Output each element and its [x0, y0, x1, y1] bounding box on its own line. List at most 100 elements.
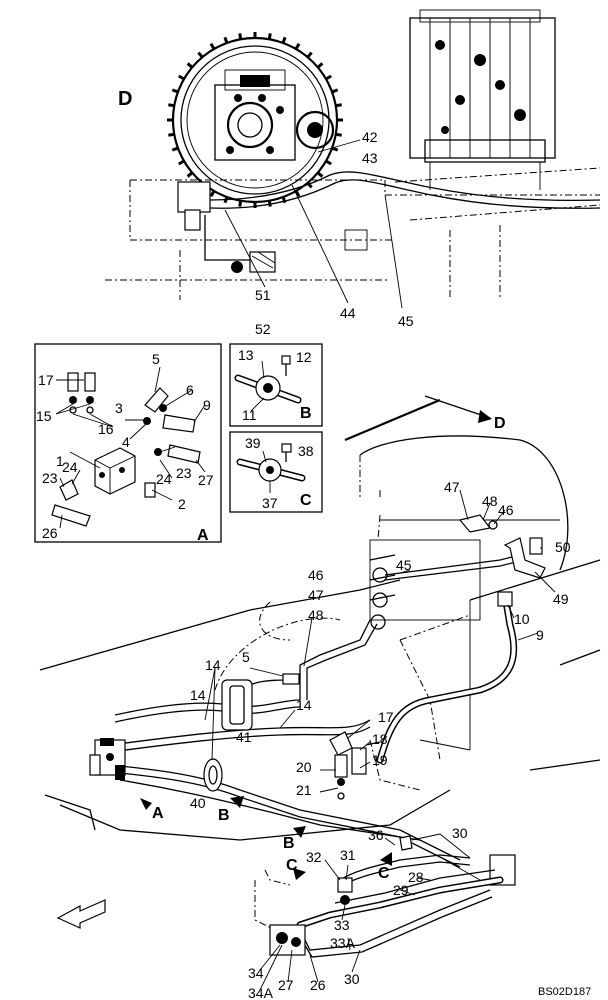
gear-tooth — [281, 36, 287, 44]
callout-b-13: 13 — [238, 347, 254, 363]
callout-a-4: 4 — [122, 434, 130, 450]
callout-a-16: 16 — [98, 421, 114, 437]
callout-a-5: 5 — [152, 351, 160, 367]
callout-44: 44 — [340, 305, 356, 321]
callout-47-a: 47 — [444, 479, 460, 495]
callout-18: 18 — [372, 731, 388, 747]
gear-tooth — [316, 62, 324, 69]
callout-c-37: 37 — [262, 495, 278, 511]
arrow-label-b-1: B — [218, 807, 230, 824]
callout-42: 42 — [362, 129, 378, 145]
callout-b-11: 11 — [242, 407, 257, 423]
callout-b-12: 12 — [296, 349, 312, 365]
gear-tooth — [168, 132, 175, 137]
callout-50: 50 — [555, 539, 571, 555]
gear-tooth — [223, 36, 229, 44]
callout-19: 19 — [372, 752, 388, 768]
callout-a-26: 26 — [42, 525, 58, 541]
callout-a-6: 6 — [186, 382, 194, 398]
gear-tooth — [306, 181, 313, 189]
callout-20: 20 — [296, 759, 312, 775]
gear-tooth — [171, 146, 179, 152]
callout-a-2: 2 — [178, 496, 186, 512]
inset-label-a: A — [197, 527, 209, 544]
callout-a-3: 3 — [115, 400, 123, 416]
callout-5: 5 — [242, 649, 250, 665]
callout-14-a: 14 — [205, 657, 221, 673]
callout-31: 31 — [340, 847, 356, 863]
callout-14-b: 14 — [296, 697, 312, 713]
callout-45-main: 45 — [396, 557, 412, 573]
view-d-arrow — [344, 395, 492, 442]
gear-tooth — [331, 146, 339, 152]
gear-tooth — [186, 171, 194, 178]
view-label-d: D — [118, 88, 132, 110]
gear-tooth — [331, 88, 339, 94]
top-callout-leaders — [224, 139, 403, 309]
callout-33: 33 — [334, 917, 350, 933]
callout-40: 40 — [190, 795, 206, 811]
callout-a-24-left: 24 — [62, 459, 78, 475]
gear-tooth — [335, 132, 342, 137]
drawing-code: BS02D187 — [538, 986, 591, 998]
callout-45: 45 — [398, 313, 414, 329]
gear-tooth — [294, 43, 301, 50]
callout-51: 51 — [255, 287, 271, 303]
arrow-label-c-2: C — [378, 865, 390, 882]
view-arrow-label-d: D — [494, 415, 506, 432]
callout-a-23-right: 23 — [176, 465, 192, 481]
callout-21: 21 — [296, 782, 312, 798]
inset-b — [229, 343, 323, 427]
gear-tooth — [186, 62, 194, 69]
gear-tooth — [325, 74, 332, 81]
gear-tooth — [178, 74, 185, 81]
callout-32: 32 — [306, 849, 322, 865]
gear-tooth — [267, 33, 272, 40]
callout-a-9: 9 — [203, 397, 211, 413]
gear-tooth — [238, 200, 243, 207]
callout-33a: 33A — [330, 935, 356, 951]
callout-29: 29 — [393, 882, 409, 898]
gear-tooth — [306, 51, 313, 59]
callout-a-24-right: 24 — [156, 471, 172, 487]
control-valve — [409, 9, 556, 190]
callout-36: 36 — [368, 827, 384, 843]
callout-52: 52 — [255, 321, 271, 337]
callout-46-b: 46 — [308, 567, 324, 583]
callout-9: 9 — [536, 627, 544, 643]
gear-tooth — [171, 88, 179, 94]
callout-14-c: 14 — [190, 687, 206, 703]
callout-10: 10 — [514, 611, 530, 627]
callout-48-a: 48 — [482, 493, 498, 509]
gear-tooth — [294, 190, 301, 197]
top-view-d — [105, 9, 601, 300]
gear-tooth — [238, 33, 243, 40]
gear-tooth — [178, 159, 185, 166]
callout-30-b: 30 — [344, 971, 360, 987]
callout-a-23-left: 23 — [42, 470, 58, 486]
pilot-valve-assembly — [89, 738, 126, 780]
callout-30-a: 30 — [452, 825, 468, 841]
callout-a-27: 27 — [198, 472, 214, 488]
gear-tooth — [209, 190, 216, 197]
callout-a-17: 17 — [38, 372, 54, 388]
callout-28: 28 — [408, 869, 424, 885]
arrow-label-c-1: C — [286, 857, 298, 874]
arrow-label-a: A — [152, 805, 164, 822]
callout-46-a: 46 — [498, 502, 514, 518]
callout-47-b: 47 — [308, 587, 324, 603]
gear-tooth — [197, 51, 204, 59]
gear-tooth — [316, 171, 324, 178]
callout-34a: 34A — [248, 985, 274, 1000]
gear-tooth — [325, 159, 332, 166]
callout-49: 49 — [553, 591, 569, 607]
inset-c — [229, 431, 323, 513]
callout-26: 26 — [310, 977, 326, 993]
main-view — [39, 435, 601, 991]
callout-labels: D A B C D 42 43 44 45 51 52 1 2 3 4 5 6 … — [36, 88, 591, 1000]
inset-label-b: B — [300, 405, 312, 422]
callout-c-39: 39 — [245, 435, 261, 451]
callout-27: 27 — [278, 977, 294, 993]
callout-43: 43 — [362, 150, 378, 166]
